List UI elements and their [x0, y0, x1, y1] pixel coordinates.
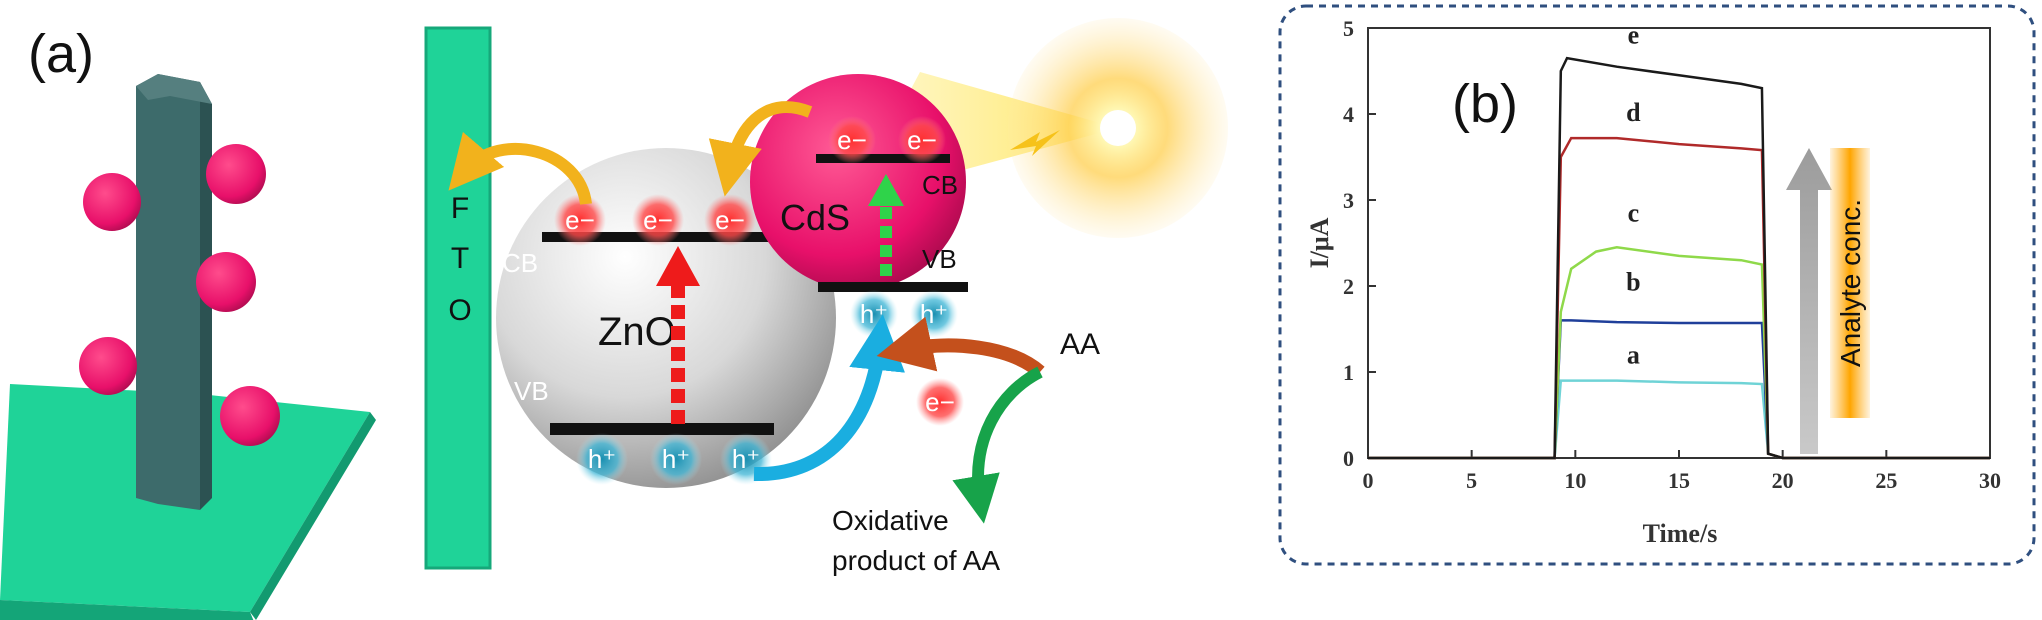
nanoparticle	[220, 386, 280, 446]
y-tick-label: 5	[1343, 16, 1354, 41]
analyte-arrow-icon	[1786, 148, 1832, 454]
x-tick-label: 30	[1979, 468, 2001, 493]
panel-a-label: (a)	[28, 24, 94, 84]
fto-electrode: F T O	[424, 26, 492, 570]
zno-electron: e−	[643, 205, 673, 235]
electron-glow	[704, 194, 756, 246]
electron-glow	[828, 116, 876, 164]
cds-particle: CdS CB VB e− e− h⁺ h⁺	[750, 74, 968, 338]
y-tick-label: 4	[1343, 102, 1354, 127]
y-tick-label: 1	[1343, 360, 1354, 385]
analyte-annotation: Analyte conc.	[1786, 148, 1870, 454]
substrate-side	[250, 412, 376, 620]
rod-front	[136, 74, 200, 510]
lightning-icon	[1010, 130, 1060, 156]
panel-a: (a) F T O	[0, 18, 1228, 620]
x-tick-label: 0	[1363, 468, 1374, 493]
fto-letter-t: T	[451, 242, 469, 275]
x-tick-label: 10	[1564, 468, 1586, 493]
y-axis-title: I/μA	[1305, 217, 1334, 268]
product-label-line2: product of AA	[832, 545, 1000, 576]
hole-glow	[576, 433, 628, 485]
cds-to-zno-transfer-arrow	[708, 101, 813, 197]
cds-hole: h⁺	[860, 299, 888, 329]
cds-label: CdS	[780, 197, 850, 238]
sun-core	[1100, 110, 1136, 146]
series-labels: a b c d e	[1626, 20, 1641, 369]
zno-hole: h⁺	[662, 444, 690, 474]
annotation-highlight	[1830, 148, 1870, 418]
zno-cb-label: CB	[502, 248, 538, 278]
axis-ticks: 0 5 10 15 20 25 30 0 1 2 3 4 5	[1343, 16, 2001, 493]
nanorod-illustration	[0, 74, 376, 620]
series-label-e: e	[1628, 20, 1640, 49]
x-tick-label: 5	[1466, 468, 1477, 493]
zno-to-fto-transfer-arrow	[448, 131, 592, 206]
series-line-e	[1368, 56, 1990, 460]
aa-label: AA	[1060, 328, 1100, 361]
hole-glow	[650, 433, 702, 485]
zno-label: ZnO	[598, 310, 676, 354]
x-tick-label: 25	[1875, 468, 1897, 493]
fto-letter-o: O	[448, 294, 471, 327]
series-label-b: b	[1626, 267, 1640, 296]
cds-electron: e−	[837, 125, 867, 155]
nanoparticle	[83, 173, 141, 231]
fto-bar	[424, 26, 492, 570]
analyte-conc-label: Analyte conc.	[1835, 199, 1866, 367]
current-time-chart: 0 5 10 15 20 25 30 0 1 2 3 4 5 a b c d e Time/s I/μA Ana…	[1305, 16, 2001, 548]
zno-vb-line	[550, 423, 774, 435]
panel-b: (b) 0 5 10 15 20 25 30 0 1 2 3 4 5 a b c d e Time/s I/μA…	[1278, 4, 2036, 566]
zno-particle: ZnO CB VB e− e− e− h⁺ h⁺ h⁺	[496, 148, 836, 488]
nanoparticle	[206, 144, 266, 204]
electron-glow	[916, 378, 964, 426]
panel-b-frame	[1278, 4, 2036, 566]
y-tick-label: 0	[1343, 446, 1354, 471]
product-label-line1: Oxidative	[832, 505, 949, 536]
zno-electron: e−	[565, 205, 595, 235]
cds-cb-label: CB	[922, 170, 958, 200]
nanoparticle	[79, 337, 137, 395]
hole-transfer-arrow	[753, 314, 905, 482]
x-tick-label: 15	[1668, 468, 1690, 493]
panel-b-label: (b)	[1452, 74, 1518, 134]
cds-electron: e−	[907, 125, 937, 155]
series-label-a: a	[1627, 340, 1640, 369]
released-electron: e−	[925, 387, 955, 417]
series-label-c: c	[1628, 199, 1640, 228]
aa-oxidation-arrow	[876, 316, 1045, 378]
series-label-d: d	[1626, 98, 1641, 127]
series-lines	[1368, 56, 1990, 460]
zno-vb-label: VB	[514, 376, 549, 406]
y-tick-label: 3	[1343, 188, 1354, 213]
nanoparticle	[196, 252, 256, 312]
product-release-arrow	[952, 366, 1043, 524]
zno-electron: e−	[715, 205, 745, 235]
electron-glow	[898, 116, 946, 164]
cds-vb-line	[818, 282, 968, 292]
cds-cb-line	[816, 154, 950, 163]
y-tick-label: 2	[1343, 274, 1354, 299]
x-axis-title: Time/s	[1643, 519, 1718, 548]
cds-excitation-arrowhead	[868, 174, 904, 206]
rod-top	[136, 74, 212, 104]
cds-vb-label: VB	[922, 244, 957, 274]
zno-excitation-arrowhead	[656, 246, 700, 286]
cds-hole: h⁺	[920, 299, 948, 329]
zno-hole: h⁺	[588, 444, 616, 474]
electron-glow	[554, 194, 606, 246]
x-tick-label: 20	[1772, 468, 1794, 493]
substrate-edge	[0, 600, 254, 620]
fto-letter-f: F	[451, 192, 469, 225]
electron-glow	[632, 194, 684, 246]
